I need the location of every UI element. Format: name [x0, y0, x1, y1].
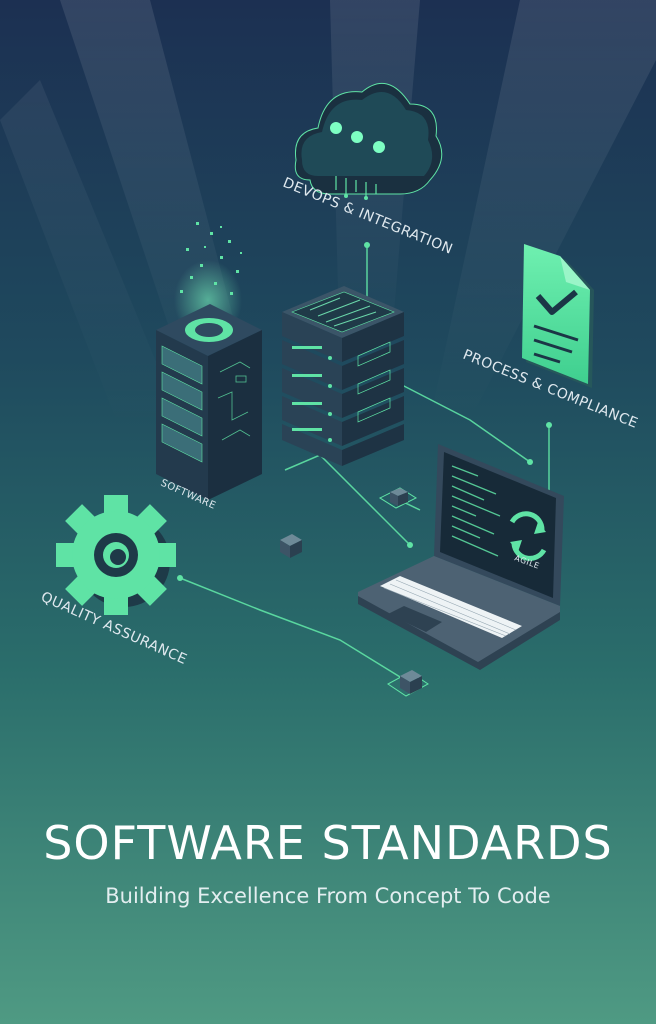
cover-title: SOFTWARE STANDARDS [43, 816, 613, 870]
floating-cubes [280, 487, 429, 697]
document-check-icon [522, 244, 594, 388]
gear-icon [56, 495, 176, 615]
server-tower-icon [156, 304, 262, 500]
cloud-icon [294, 83, 443, 200]
server-stack-icon [282, 286, 404, 466]
cover-subtitle: Building Excellence From Concept To Code [105, 884, 551, 908]
laptop-icon: AGILE [358, 444, 564, 670]
